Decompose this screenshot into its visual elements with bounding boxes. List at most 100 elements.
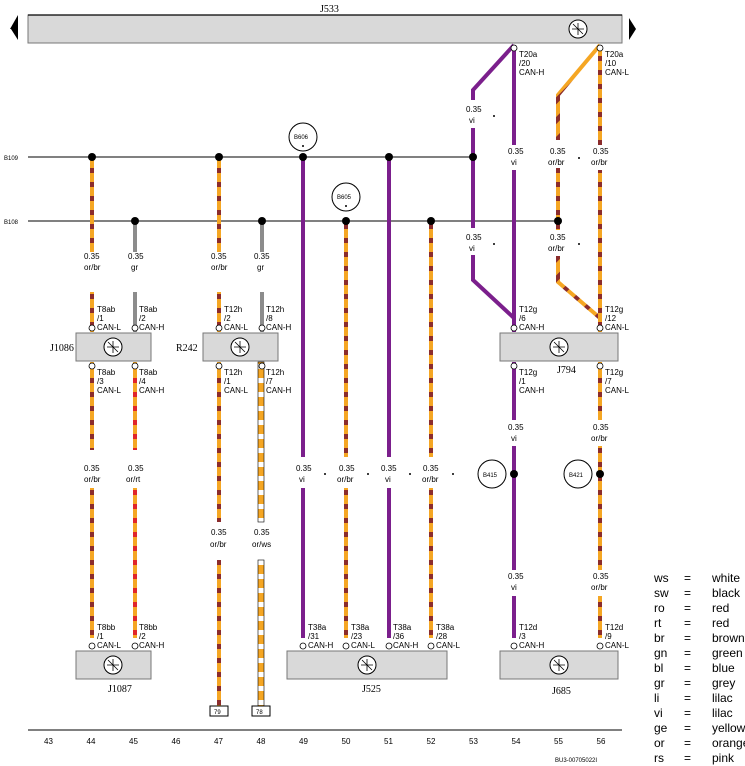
svg-text:/7: /7 — [266, 377, 273, 386]
legend-row: ws=white — [654, 571, 745, 586]
svg-text:0.35: 0.35 — [466, 233, 482, 242]
svg-text:J1087: J1087 — [108, 684, 132, 695]
svg-text:0.35: 0.35 — [508, 572, 524, 581]
svg-text:gr: gr — [257, 263, 264, 272]
legend-equals: = — [684, 586, 692, 600]
legend-code: rt — [654, 616, 662, 630]
legend-code: li — [654, 691, 660, 705]
svg-text:CAN-L: CAN-L — [224, 386, 249, 395]
svg-text:/10: /10 — [605, 59, 617, 68]
svg-text:0.35: 0.35 — [128, 252, 144, 261]
legend-meaning: orange — [712, 736, 745, 750]
svg-text:vi: vi — [511, 583, 517, 592]
svg-text:vi: vi — [385, 475, 391, 484]
legend-code: sw — [654, 586, 669, 600]
svg-text:/2: /2 — [139, 314, 146, 323]
legend-meaning: blue — [712, 661, 735, 675]
splice-b606: B606 — [288, 122, 318, 152]
legend-equals: = — [684, 736, 692, 750]
wire-labels: 0.35 or/br 0.35 gr 0.35 or/br 0.35 gr 0.… — [84, 105, 609, 592]
svg-text:CAN-L: CAN-L — [97, 641, 122, 650]
svg-text:T12g: T12g — [519, 305, 537, 314]
svg-text:T12h: T12h — [266, 368, 284, 377]
svg-text:or/br: or/br — [210, 540, 227, 549]
svg-text:T12d: T12d — [605, 623, 623, 632]
b108-label: B108 — [4, 220, 19, 226]
svg-text:T12g: T12g — [519, 368, 537, 377]
axis-number: 47 — [214, 737, 223, 746]
svg-text:CAN-H: CAN-H — [266, 386, 292, 395]
svg-text:/12: /12 — [605, 314, 617, 323]
legend-meaning: lilac — [712, 706, 733, 720]
svg-text:or/br: or/br — [591, 434, 608, 443]
svg-text:/36: /36 — [393, 632, 405, 641]
svg-text:0.35: 0.35 — [211, 252, 227, 261]
j533-bus: J533 — [10, 4, 636, 44]
svg-text:CAN-H: CAN-H — [393, 641, 419, 650]
svg-text:0.35: 0.35 — [593, 147, 609, 156]
svg-text:vi: vi — [469, 116, 475, 125]
legend-meaning: grey — [712, 676, 736, 690]
svg-text:/1: /1 — [97, 632, 104, 641]
svg-text:CAN-H: CAN-H — [139, 641, 165, 650]
svg-text:T38a: T38a — [351, 623, 370, 632]
legend-meaning: lilac — [712, 691, 733, 705]
svg-text:78: 78 — [256, 710, 263, 716]
svg-text:/4: /4 — [139, 377, 146, 386]
svg-text:J1086: J1086 — [50, 343, 74, 354]
legend-code: gn — [654, 646, 668, 660]
svg-text:T38a: T38a — [393, 623, 412, 632]
svg-text:/28: /28 — [436, 632, 448, 641]
component-j525: J525 — [286, 650, 448, 695]
svg-text:/6: /6 — [519, 314, 526, 323]
junction-dots — [88, 153, 604, 478]
svg-text:or/br: or/br — [591, 583, 608, 592]
svg-text:0.35: 0.35 — [508, 147, 524, 156]
legend-row: br=brown — [654, 631, 745, 646]
legend-meaning: yellow — [712, 721, 745, 735]
svg-text:R242: R242 — [176, 343, 198, 354]
axis-number: 52 — [427, 737, 436, 746]
left-arrow-icon — [11, 18, 18, 40]
legend-equals: = — [684, 751, 692, 765]
svg-text:B421: B421 — [569, 473, 584, 479]
legend-meaning: red — [712, 616, 730, 630]
svg-text:T12g: T12g — [605, 368, 623, 377]
svg-text:0.35: 0.35 — [84, 464, 100, 473]
svg-text:/23: /23 — [351, 632, 363, 641]
svg-text:T12h: T12h — [224, 305, 242, 314]
legend-meaning: white — [712, 571, 741, 585]
legend-code: ge — [654, 721, 668, 735]
svg-text:J794: J794 — [557, 365, 576, 376]
svg-text:B415: B415 — [483, 473, 498, 479]
svg-text:0.35: 0.35 — [254, 252, 270, 261]
svg-text:0.35: 0.35 — [423, 464, 439, 473]
splice-b605: B605 — [331, 182, 361, 212]
svg-text:vi: vi — [299, 475, 305, 484]
svg-text:0.35: 0.35 — [550, 147, 566, 156]
legend-code: ro — [654, 601, 665, 615]
svg-text:or/br: or/br — [548, 244, 565, 253]
legend-row: rt=red — [654, 616, 745, 631]
svg-text:vi: vi — [469, 244, 475, 253]
svg-text:0.35: 0.35 — [466, 105, 482, 114]
svg-text:T8ab: T8ab — [139, 305, 158, 314]
j533-label: J533 — [320, 4, 339, 15]
svg-text:/31: /31 — [308, 632, 320, 641]
svg-text:0.35: 0.35 — [84, 252, 100, 261]
svg-text:/20: /20 — [519, 59, 531, 68]
component-j685: J685 — [499, 650, 619, 697]
legend-row: bl=blue — [654, 661, 745, 676]
svg-text:B606: B606 — [294, 135, 309, 141]
legend-code: rs — [654, 751, 664, 765]
svg-text:T12h: T12h — [224, 368, 242, 377]
legend-row: or=orange — [654, 736, 745, 751]
axis-number: 50 — [342, 737, 351, 746]
svg-text:0.35: 0.35 — [339, 464, 355, 473]
axis-number: 56 — [597, 737, 606, 746]
svg-text:79: 79 — [214, 710, 221, 716]
axis-number: 54 — [512, 737, 521, 746]
axis-number: 51 — [384, 737, 393, 746]
